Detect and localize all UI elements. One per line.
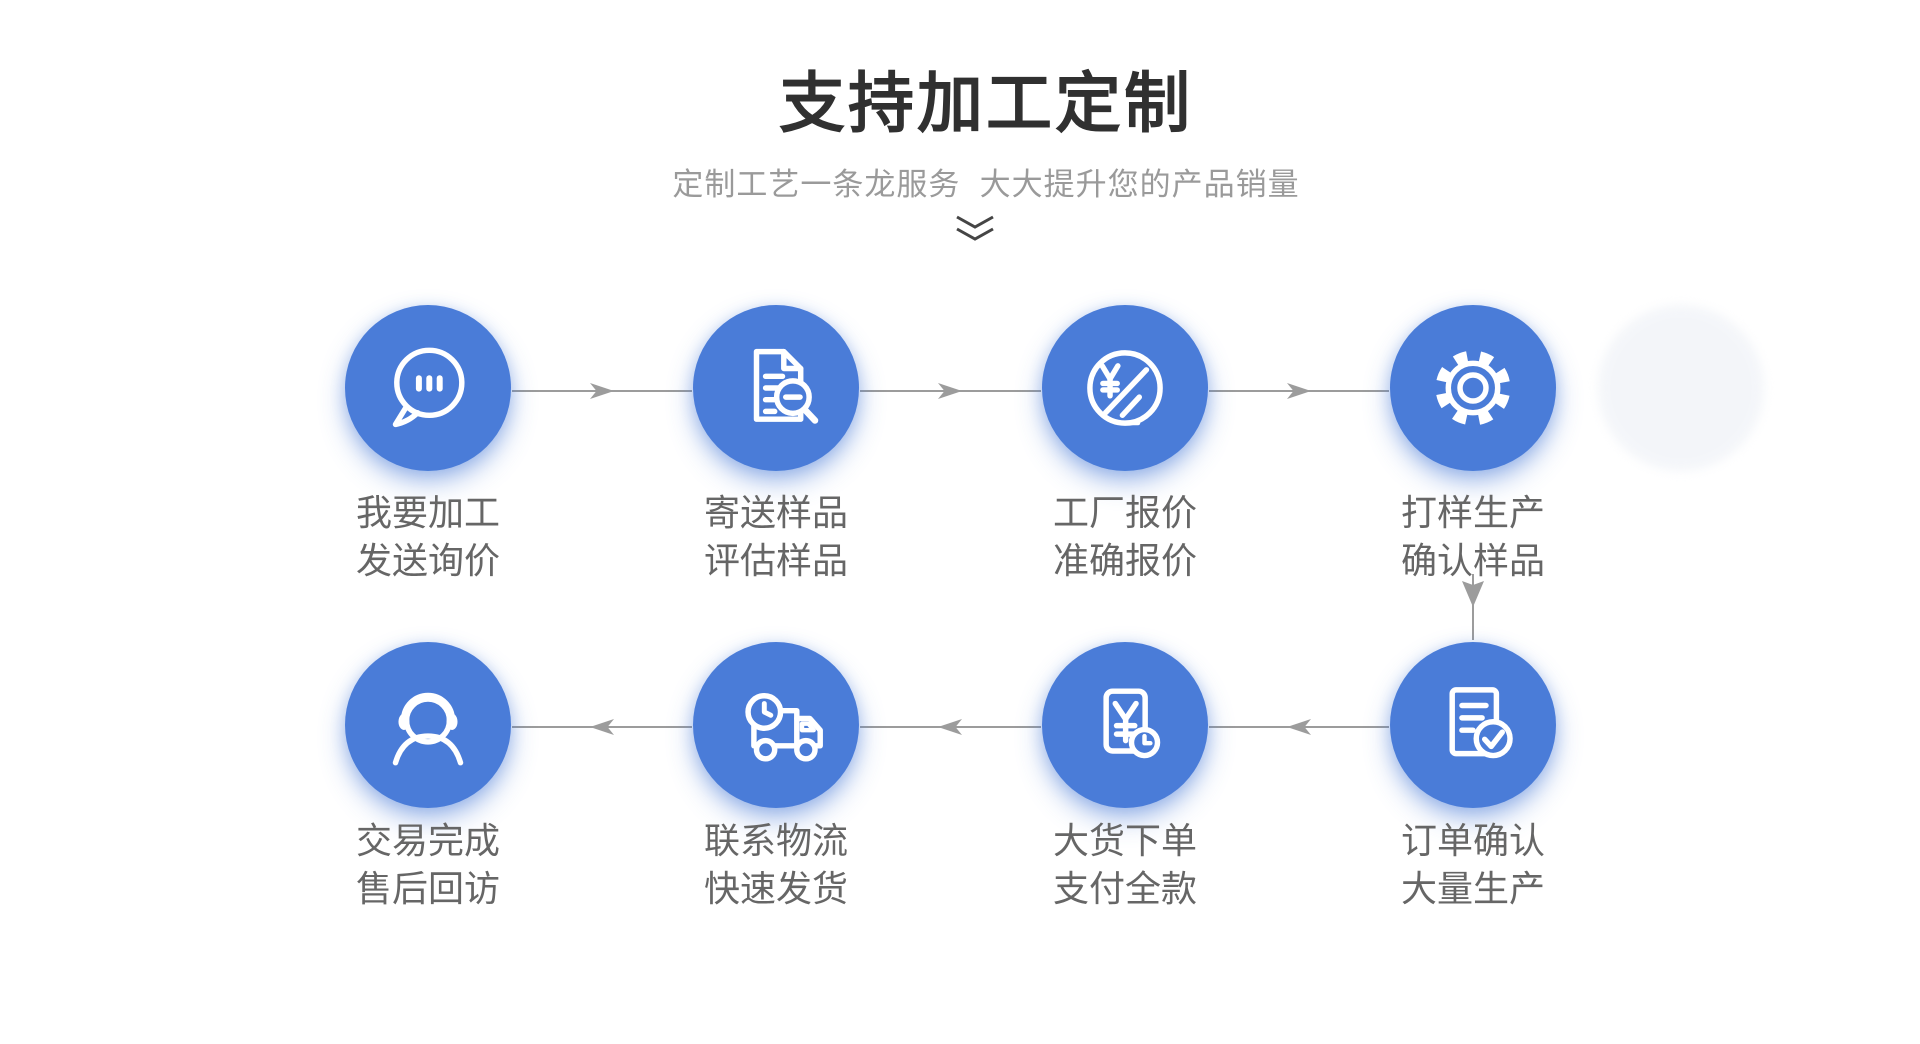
flow-arrow-down-icon <box>1462 581 1484 607</box>
step-label-line1: 联系物流 <box>703 820 848 861</box>
order-confirm-check-icon <box>1449 687 1513 759</box>
step-label-line2: 支付全款 <box>1052 868 1197 909</box>
double-chevron-down-icon <box>956 215 994 241</box>
step-label: 订单确认 大量生产 <box>1323 817 1623 913</box>
step-label-line2: 评估样品 <box>703 540 848 581</box>
document-search-icon <box>753 348 819 424</box>
step-label-line2: 快速发货 <box>703 868 848 909</box>
gear-icon <box>1435 350 1511 426</box>
step-circle-4 <box>1390 305 1556 471</box>
step-label-line1: 打样生产 <box>1400 492 1545 533</box>
step-label-line2: 售后回访 <box>355 868 500 909</box>
price-quote-yen-icon <box>1087 350 1163 426</box>
step-circle-3 <box>1042 305 1208 471</box>
step-label-line2: 确认样品 <box>1400 540 1545 581</box>
customer-service-headset-icon <box>392 692 464 766</box>
page-title: 支持加工定制 <box>779 66 1193 140</box>
step-label: 打样生产 确认样品 <box>1323 489 1623 585</box>
step-label-line1: 交易完成 <box>355 820 500 861</box>
payment-clock-icon <box>1103 688 1161 759</box>
step-circle-2 <box>693 305 859 471</box>
step-circle-6 <box>1042 642 1208 808</box>
step-label: 交易完成 售后回访 <box>278 817 578 913</box>
flow-arrow-left-icon <box>938 719 962 735</box>
step-label: 大货下单 支付全款 <box>975 817 1275 913</box>
step-label: 联系物流 快速发货 <box>626 817 926 913</box>
step-circle-8 <box>345 642 511 808</box>
step-label-line2: 发送询价 <box>355 540 500 581</box>
chat-bubble-icon <box>392 347 465 428</box>
step-label-line1: 我要加工 <box>355 492 500 533</box>
flow-arrow-right-icon <box>1287 383 1311 399</box>
step-circle-1 <box>345 305 511 471</box>
step-label-line1: 工厂报价 <box>1052 492 1197 533</box>
step-circle-5 <box>1390 642 1556 808</box>
flow-arrow-right-icon <box>590 383 614 399</box>
ghost-step-circle <box>1598 305 1764 471</box>
flow-arrow-left-icon <box>1287 719 1311 735</box>
page-subtitle: 定制工艺一条龙服务 大大提升您的产品销量 <box>672 167 1300 202</box>
step-circle-7 <box>693 642 859 808</box>
flow-arrow-left-icon <box>590 719 614 735</box>
flow-arrow-right-icon <box>938 383 962 399</box>
step-label-line2: 准确报价 <box>1052 540 1197 581</box>
step-label-line2: 大量生产 <box>1400 868 1545 909</box>
step-label: 我要加工 发送询价 <box>278 489 578 585</box>
step-label: 工厂报价 准确报价 <box>975 489 1275 585</box>
step-label: 寄送样品 评估样品 <box>626 489 926 585</box>
step-label-line1: 大货下单 <box>1052 820 1197 861</box>
step-label-line1: 订单确认 <box>1400 820 1545 861</box>
step-label-line1: 寄送样品 <box>703 492 848 533</box>
logistics-truck-icon <box>745 693 823 762</box>
